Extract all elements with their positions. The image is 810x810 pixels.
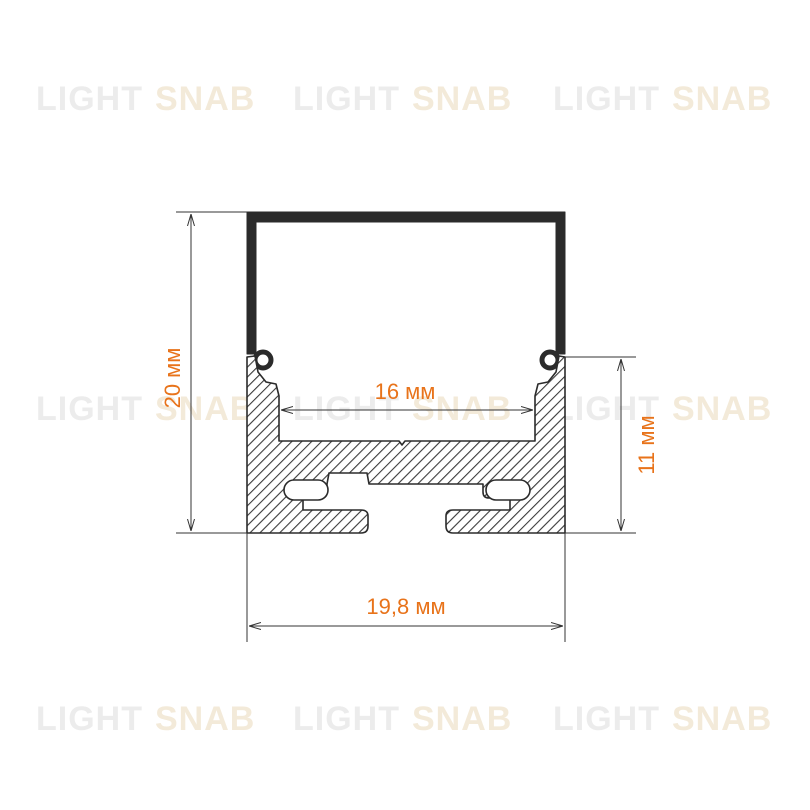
watermark-word-light: LIGHT — [293, 80, 400, 118]
watermark-top-left: LIGHT SNAB — [36, 80, 255, 118]
watermark-word-light: LIGHT — [293, 700, 400, 738]
watermark-mid-left: LIGHT SNAB — [36, 390, 255, 428]
watermark-word-light: LIGHT — [36, 700, 143, 738]
inner-width-label: 16 мм — [375, 379, 436, 404]
left-screw-channel — [283, 479, 329, 501]
right-screw-channel — [485, 479, 531, 501]
watermark-bottom-center: LIGHT SNAB — [293, 700, 512, 738]
watermark-word-snab: SNAB — [155, 80, 255, 118]
watermark-mid-right: LIGHT SNAB — [553, 390, 772, 428]
watermark-word-snab: SNAB — [672, 390, 772, 428]
watermark-top-center: LIGHT SNAB — [293, 80, 512, 118]
watermark-bottom-left: LIGHT SNAB — [36, 700, 255, 738]
watermark-word-snab: SNAB — [155, 700, 255, 738]
diffuser-cover — [246, 211, 566, 355]
watermark-bottom-right: LIGHT SNAB — [553, 700, 772, 738]
height-total-label: 20 мм — [160, 348, 185, 409]
width-total-label: 19,8 мм — [366, 594, 445, 619]
right-snap-bulb — [539, 349, 561, 371]
watermark-group: LIGHT SNAB LIGHT SNAB LIGHT SNAB LIGHT S… — [36, 80, 772, 738]
watermark-word-light: LIGHT — [36, 390, 143, 428]
watermark-word-snab: SNAB — [155, 390, 255, 428]
watermark-word-light: LIGHT — [553, 700, 660, 738]
watermark-word-snab: SNAB — [672, 80, 772, 118]
watermark-top-right: LIGHT SNAB — [553, 80, 772, 118]
watermark-word-light: LIGHT — [553, 390, 660, 428]
extension-lines — [176, 211, 636, 642]
height-base-label: 11 мм — [634, 415, 659, 474]
watermark-word-snab: SNAB — [412, 700, 512, 738]
watermark-word-light: LIGHT — [36, 80, 143, 118]
watermark-word-snab: SNAB — [672, 700, 772, 738]
watermark-word-light: LIGHT — [553, 80, 660, 118]
watermark-word-snab: SNAB — [412, 80, 512, 118]
